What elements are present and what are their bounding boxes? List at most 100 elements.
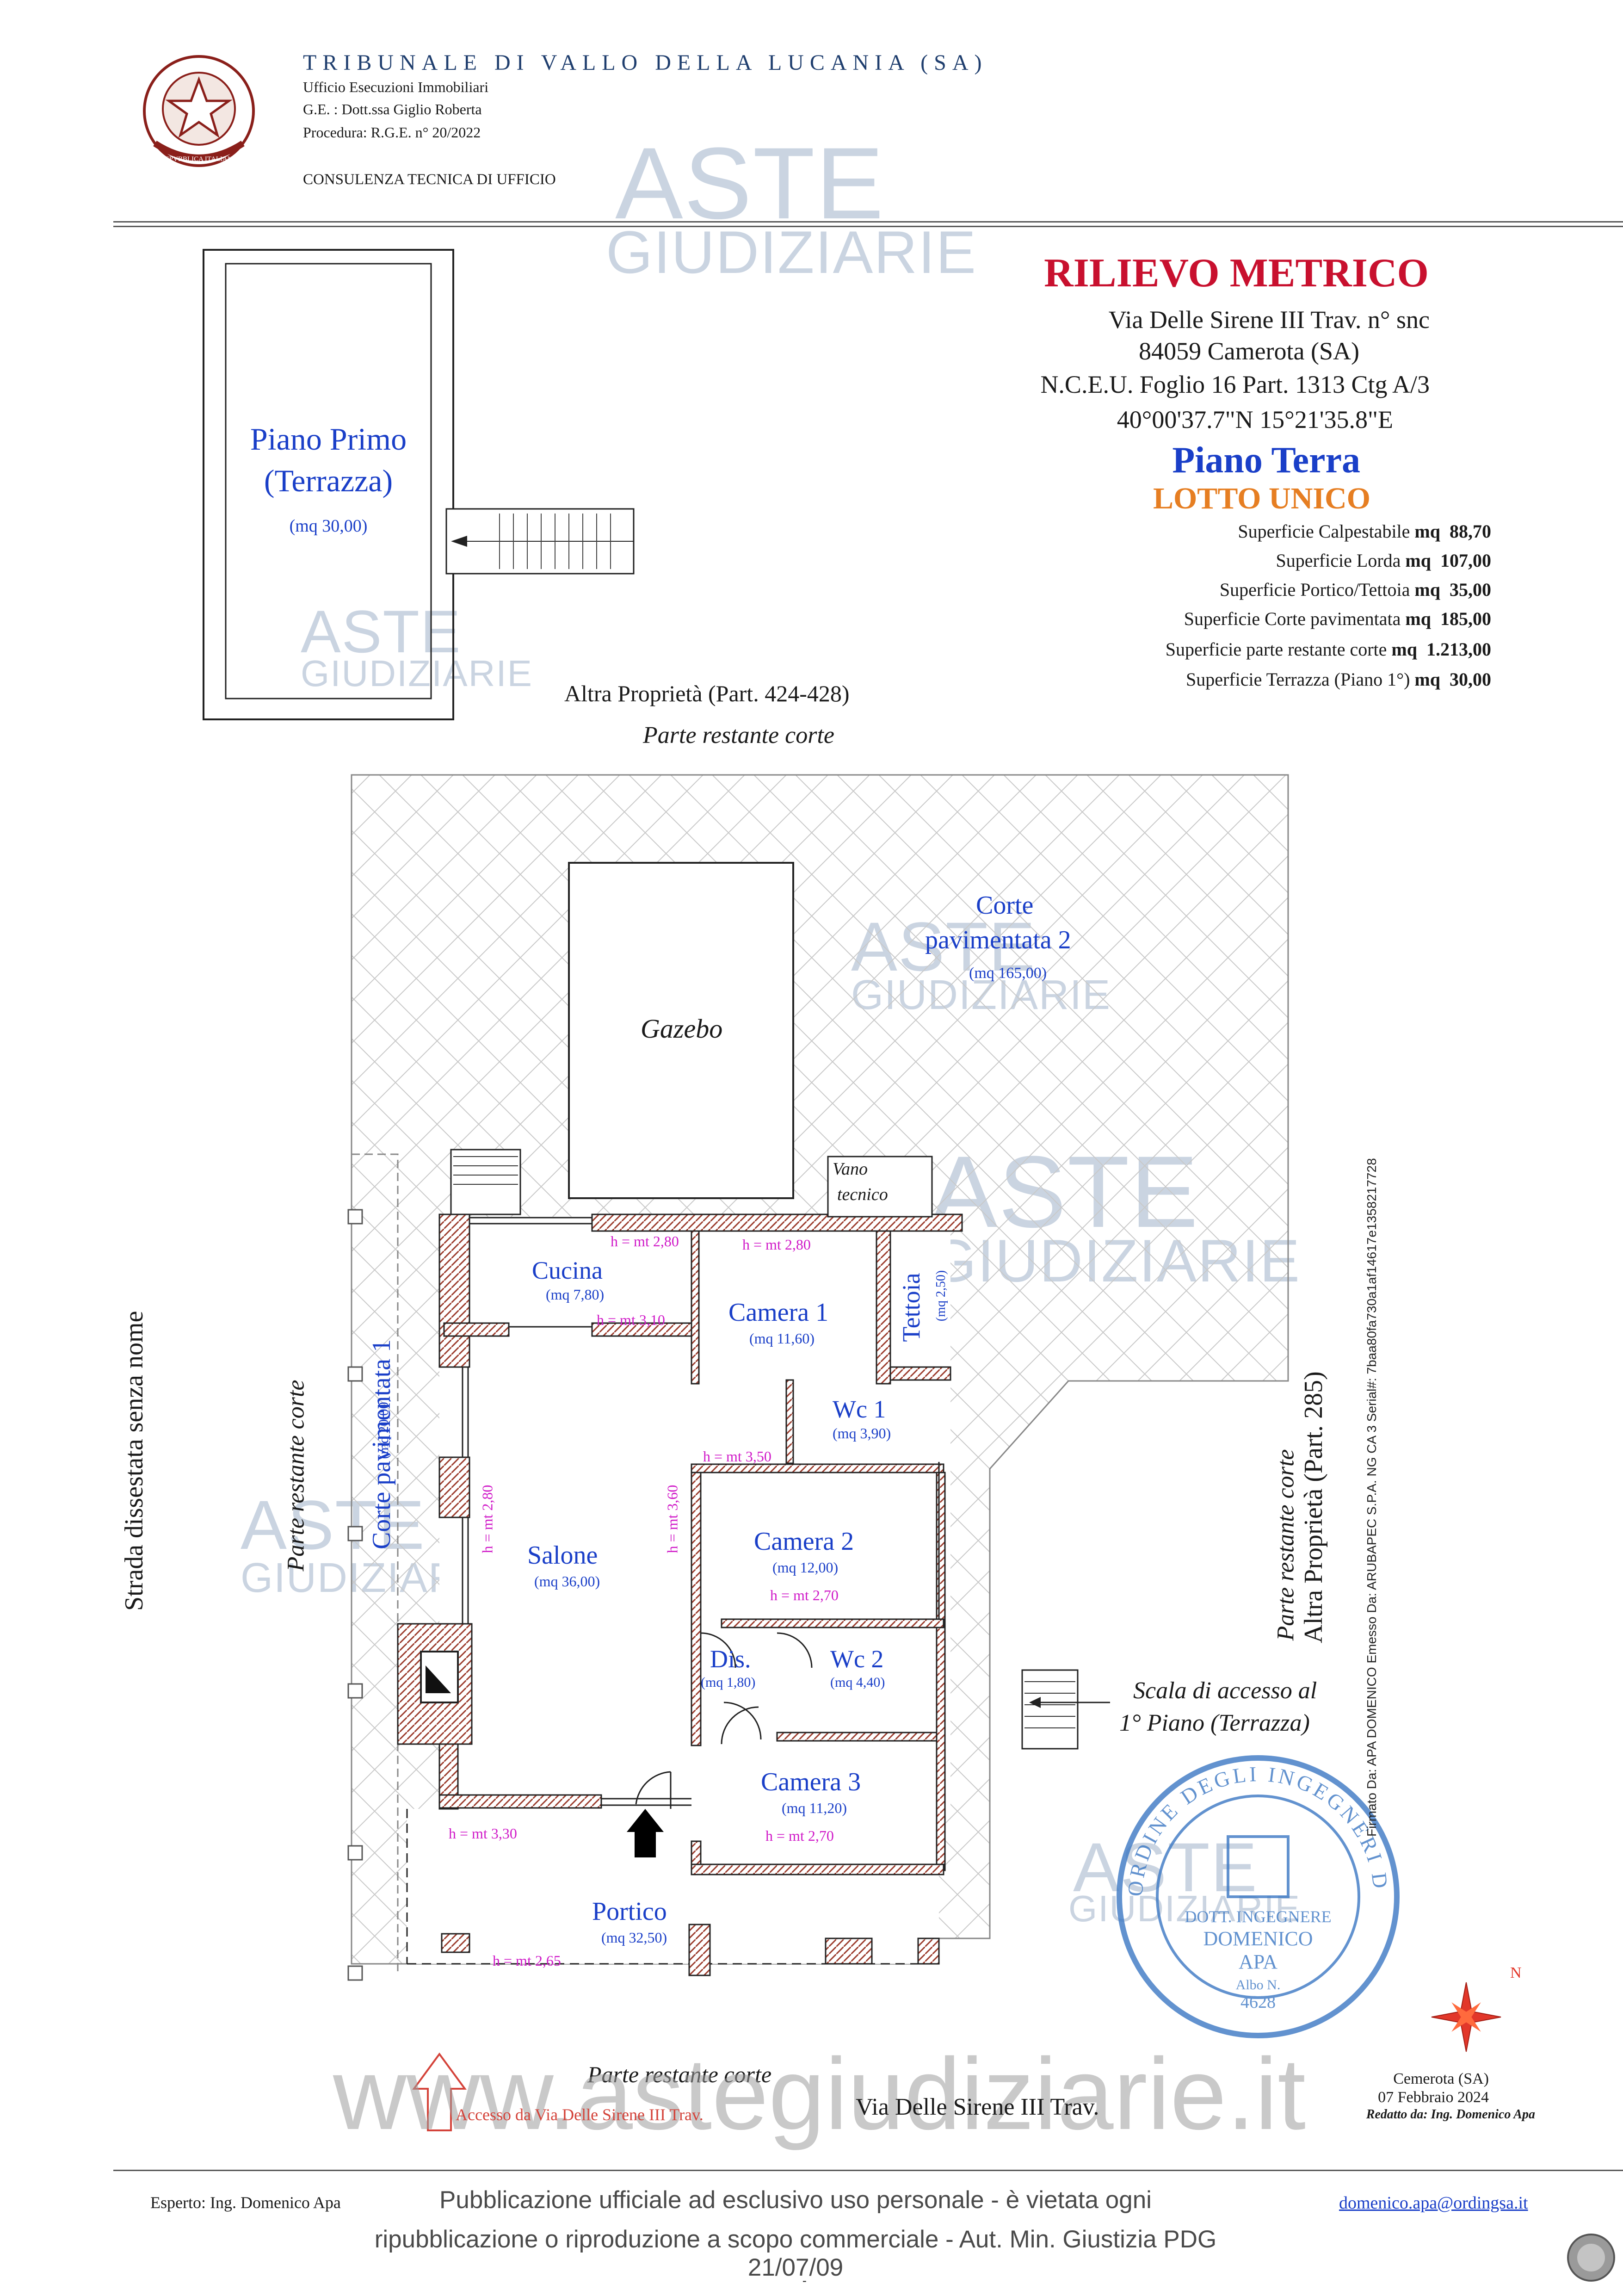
bottom-street-label: Via Delle Sirene III Trav. [856,2094,1099,2120]
building [397,1149,1110,1976]
cucina-label: Cucina [532,1256,603,1284]
height-label: h = mt 3,50 [703,1448,771,1465]
watermark-giudiziarie: GIUDIZIARIE [1068,1888,1301,1929]
portico-label: Portico [592,1897,667,1926]
wc1-label: Wc 1 [833,1395,886,1423]
dis-area: (mq 1,80) [701,1675,756,1690]
wc1-area: (mq 3,90) [833,1425,891,1442]
survey-title: RILIEVO METRICO [1044,251,1429,296]
height-label: h = mt 3,60 [664,1485,681,1553]
expert-email-link[interactable]: domenico.apa@ordingsa.it [1339,2193,1528,2213]
dis-label: Dis. [710,1645,751,1673]
page-mark: - [802,2274,807,2287]
height-label: h = mt 2,80 [479,1485,496,1553]
first-floor-name: Piano Primo [250,421,407,457]
property-city: 84059 Camerota (SA) [1139,337,1359,365]
publication-notice: Pubblicazione ufficiale ad esclusivo uso… [439,2186,1152,2214]
left-remaining-label: Parte restante corte [283,1380,309,1572]
cucina-area: (mq 7,80) [546,1286,605,1303]
watermark-giudiziarie: GIUDIZIARIE [301,653,533,694]
cadastral-data: N.C.E.U. Foglio 16 Part. 1313 Ctg A/3 [1040,371,1430,398]
right-neighbor-label: Altra Proprietà (Part. 285) [1299,1371,1328,1643]
wc2-label: Wc 2 [830,1645,884,1673]
surface-row: Superficie Portico/Tettoia mq 35,00 [1219,579,1491,600]
salone-area: (mq 36,00) [534,1573,600,1590]
height-label: h = mt 3,30 [449,1825,517,1842]
height-label: h = mt 3,10 [597,1312,665,1328]
vano-label-2: tecnico [837,1185,888,1204]
court-name: TRIBUNALE DI VALLO DELLA LUCANIA (SA) [303,50,988,75]
lot-title: LOTTO UNICO [1153,482,1370,515]
corte2-label-2: pavimentata 2 [925,926,1071,954]
access-label: Accesso da Via Delle Sirene III Trav. [456,2105,704,2124]
height-label: h = mt 2,70 [770,1587,839,1603]
stamp-line: Albo N. [1236,1977,1281,1993]
publication-notice-2: ripubblicazione o riproduzione a scopo c… [374,2226,1217,2281]
watermark-aste: ASTE [301,598,462,665]
left-street-label: Strada dissestata senza nome [120,1311,148,1611]
property-address: Via Delle Sirene III Trav. n° snc [1108,306,1430,334]
camera1-area: (mq 11,60) [749,1330,815,1347]
gazebo [568,862,794,1199]
first-floor-terrace [203,249,635,720]
camera2-label: Camera 2 [754,1527,854,1556]
camera3-area: (mq 11,20) [782,1800,847,1816]
footer-divider [113,2170,1623,2171]
procedure-number: Procedura: R.G.E. n° 20/2022 [303,124,481,141]
stair-note: Scala di accesso al [1133,1677,1317,1704]
north-label: N [1510,1964,1522,1981]
top-remaining-label: Parte restante corte [643,722,834,749]
tettoia-area: (mq 2,50) [934,1270,948,1322]
height-label: h = mt 2,80 [742,1236,811,1253]
watermark-aste: ASTE [615,126,885,240]
republic-emblem: REPVBBLICA ITALIANA [143,55,255,167]
surface-row: Superficie Corte pavimentata mq 185,00 [1184,608,1491,629]
stamp-line: DOMENICO [1203,1927,1313,1950]
surface-row: Superficie Lorda mq 107,00 [1276,550,1491,571]
gazebo-label: Gazebo [641,1014,723,1044]
camera3-label: Camera 3 [761,1768,861,1796]
camera1-label: Camera 1 [728,1298,829,1327]
camera2-area: (mq 12,00) [772,1559,839,1576]
bottom-remaining-label: Parte restante corte [587,2061,772,2087]
office-name: Ufficio Esecuzioni Immobiliari [303,79,489,95]
stamp-line: 4628 [1240,1993,1276,2012]
watermark-url: www.astegiudiziarie.it [333,2037,1306,2151]
access-arrow [412,2052,467,2131]
stamp-line: DOTT. INGEGNERE [1185,1907,1331,1926]
surface-row: Superficie Terrazza (Piano 1°) mq 30,00 [1185,669,1491,690]
height-label: h = mt 2,80 [611,1233,679,1250]
watermark-aste: ASTE [1073,1828,1258,1906]
right-remaining-label: Parte restante corte [1272,1449,1299,1641]
stamp-line: APA [1239,1950,1277,1973]
watermark-giudiziarie: GIUDIZIARIE [606,218,977,286]
first-floor-area: (mq 30,00) [289,516,368,536]
header-divider [113,221,1623,223]
floor-title: Piano Terra [1172,440,1360,481]
corte1-area: (mq 20,00) [376,1397,391,1459]
corte2-area: (mq 165,00) [969,965,1047,982]
emblem-text: REPVBBLICA ITALIANA [160,155,238,163]
surface-row: Superficie Calpestabile mq 88,70 [1238,521,1491,542]
height-label: h = mt 2,70 [765,1827,834,1844]
surface-row: Superficie parte restante corte mq 1.213… [1165,639,1491,660]
stair-note-2: 1° Piano (Terrazza) [1119,1710,1310,1736]
salone-label: Salone [527,1541,598,1570]
seal-badge-icon [1567,2234,1615,2282]
tettoia-label: Tettoia [897,1273,925,1342]
consultancy-label: CONSULENZA TECNICA DI UFFICIO [303,171,556,188]
portico-area: (mq 32,50) [601,1929,667,1946]
signature-date: 07 Febbraio 2024 [1378,2089,1489,2106]
signature-drafted: Redatto da: Ing. Domenico Apa [1366,2107,1535,2122]
first-floor-sub: (Terrazza) [264,463,393,498]
digital-signature-note: Firmato Da: APA DOMENICO Emesso Da: ARUB… [1364,1158,1379,1837]
corte2-label: Corte [976,891,1034,920]
gps-coordinates: 40°00'37.7"N 15°21'35.8"E [1117,406,1393,433]
height-label: h = mt 2,65 [493,1952,561,1969]
header-divider-2 [113,226,1623,227]
signature-place: Cemerota (SA) [1393,2070,1489,2087]
vano-label: Vano [833,1159,868,1179]
judge-name: G.E. : Dott.ssa Giglio Roberta [303,101,482,118]
north-compass-icon [1431,1982,1501,2052]
